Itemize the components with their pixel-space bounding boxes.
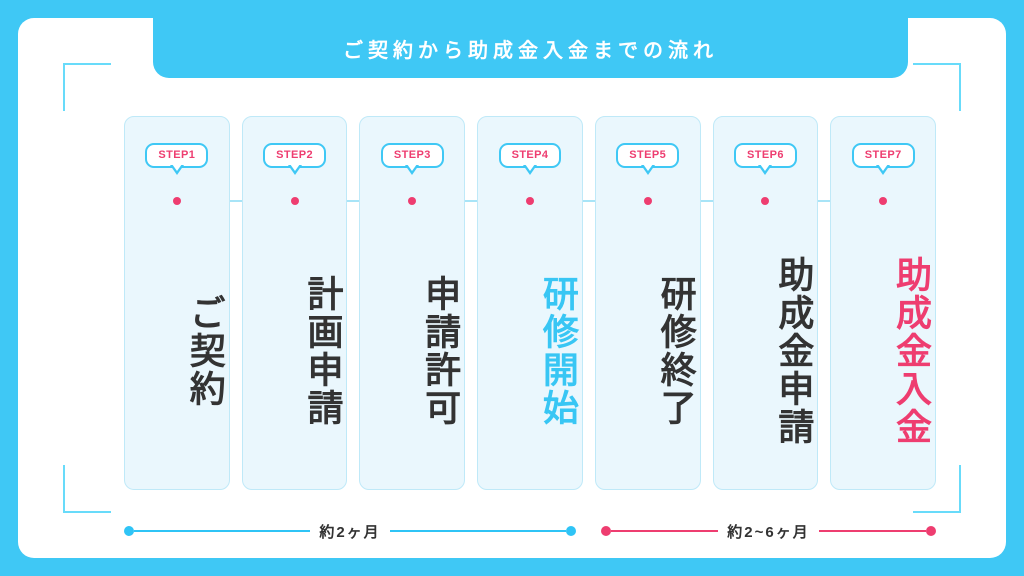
step-badge-1: STEP1 (145, 143, 209, 168)
step-badge-wrap-3: STEP3 (360, 143, 464, 168)
step-badge-7: STEP7 (851, 143, 915, 168)
corner-bracket-bottom-left (63, 465, 111, 513)
step-column-3: STEP3 申請許可 (359, 116, 466, 490)
content-card: STEP1 ご契約 STEP2 計画申請 STEP3 申請許可 (18, 18, 1006, 558)
step-badge-5: STEP5 (616, 143, 680, 168)
step-badge-wrap-1: STEP1 (125, 143, 229, 168)
title-banner: ご契約から助成金入金までの流れ (153, 18, 908, 78)
step-label-5: 研修終了 (655, 275, 697, 427)
step-label-2: 計画申請 (302, 275, 344, 427)
step-badge-3: STEP3 (380, 143, 444, 168)
step-label-4: 研修開始 (537, 275, 579, 427)
page-title: ご契約から助成金入金までの流れ (343, 39, 718, 62)
steps-row: STEP1 ご契約 STEP2 計画申請 STEP3 申請許可 (124, 116, 937, 490)
corner-bracket-bottom-right (913, 465, 961, 513)
step-label-1: ご契約 (184, 294, 226, 408)
step-node-dot-7 (879, 197, 888, 205)
step-badge-2: STEP2 (263, 143, 326, 168)
step-node-dot-5 (643, 197, 652, 205)
timeline-left-rule-start (134, 530, 311, 532)
step-node-dot-4 (526, 197, 535, 205)
step-column-6: STEP6 助成金申請 (712, 116, 819, 490)
corner-bracket-top-right (913, 63, 961, 111)
step-badge-wrap-6: STEP6 (714, 143, 818, 168)
timeline-right-end-dot (926, 526, 937, 536)
step-column-7: STEP7 助成金入金 (830, 116, 937, 490)
step-node-dot-1 (172, 197, 181, 205)
step-badge-wrap-5: STEP5 (596, 143, 700, 168)
timeline-left-rule-end (389, 530, 566, 532)
step-badge-6: STEP6 (734, 143, 797, 168)
step-node-dot-3 (408, 197, 417, 205)
step-column-4: STEP4 研修開始 (477, 116, 583, 490)
timeline-right-rule-start (611, 530, 719, 532)
step-column-1: STEP1 ご契約 (124, 116, 230, 490)
timeline-right-rule-end (818, 530, 927, 532)
step-badge-wrap-4: STEP4 (478, 143, 582, 168)
duration-timeline-right: 約2~6ヶ月 (601, 520, 937, 542)
timeline-left-start-dot (124, 526, 134, 536)
timeline-right-start-dot (601, 526, 611, 536)
corner-bracket-top-left (63, 63, 111, 111)
step-label-3: 申請許可 (420, 275, 462, 427)
step-badge-4: STEP4 (498, 143, 562, 168)
step-column-5: STEP5 研修終了 (594, 116, 701, 490)
step-node-dot-6 (761, 197, 770, 205)
step-badge-wrap-7: STEP7 (831, 143, 935, 168)
step-label-7: 助成金入金 (891, 256, 933, 446)
step-badge-wrap-2: STEP2 (243, 143, 347, 168)
step-node-dot-2 (290, 197, 299, 205)
duration-timeline-left: 約2ヶ月 (124, 520, 576, 542)
step-label-6: 助成金申請 (773, 256, 815, 446)
timeline-right-label: 約2~6ヶ月 (727, 523, 810, 541)
timeline-left-end-dot (566, 526, 576, 536)
step-column-2: STEP2 計画申請 (241, 116, 348, 490)
timeline-left-label: 約2ヶ月 (319, 523, 381, 541)
